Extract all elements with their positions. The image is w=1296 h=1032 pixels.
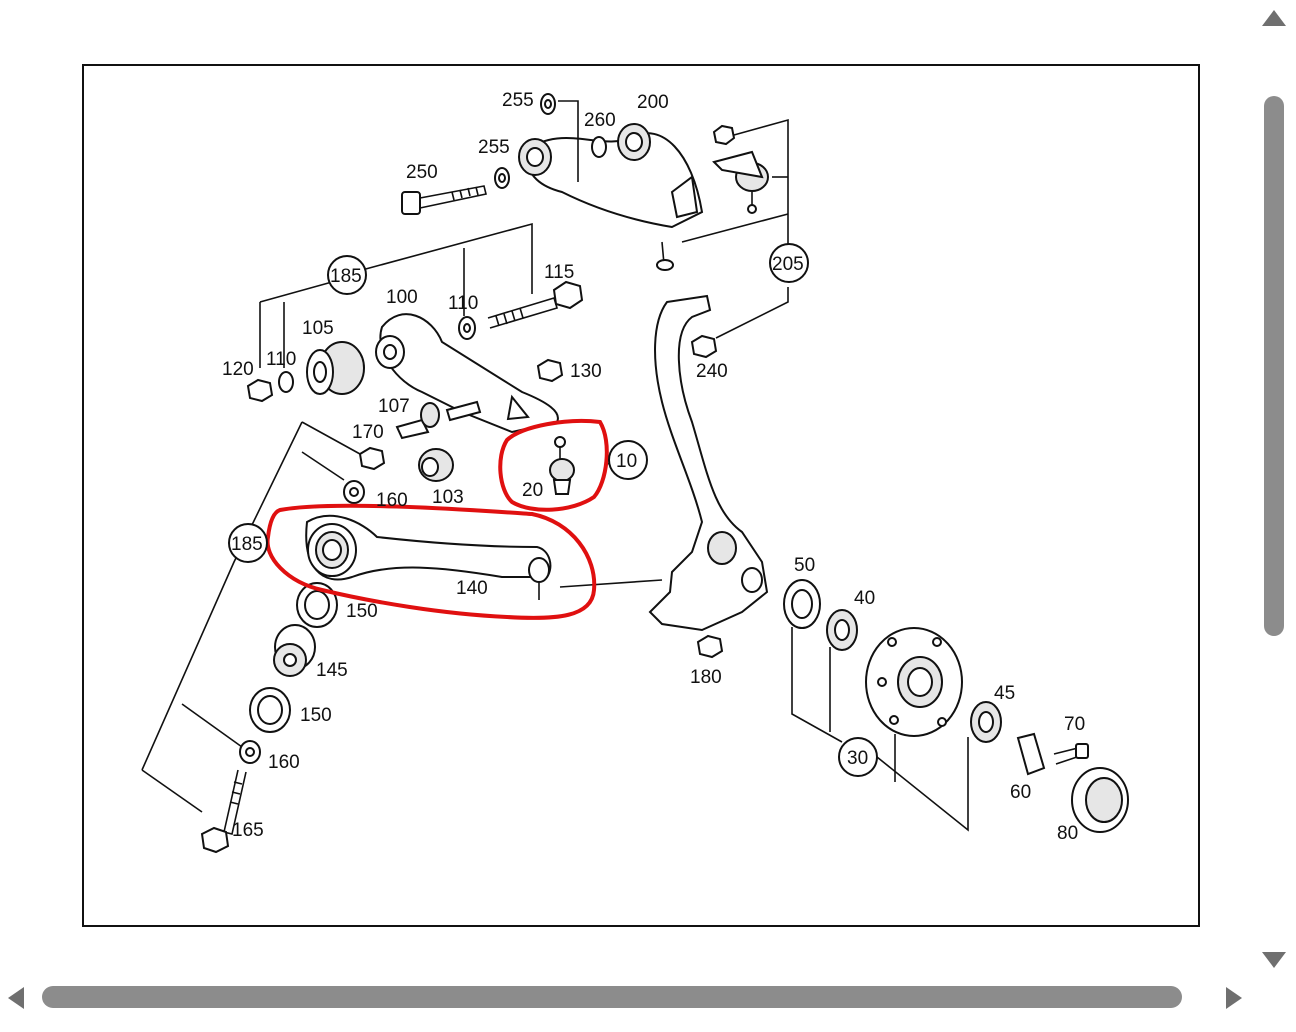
- washer-160b: [239, 740, 261, 764]
- label-20: 20: [522, 480, 543, 501]
- label-110-lower: 110: [266, 349, 296, 370]
- label-115: 115: [544, 262, 574, 283]
- scroll-right-arrow-icon[interactable]: [1226, 987, 1242, 1009]
- lower-front-control-arm-140: [305, 514, 552, 600]
- bolt-250: [401, 185, 487, 215]
- label-80: 80: [1057, 823, 1078, 844]
- horizontal-scroll-thumb[interactable]: [42, 986, 1182, 1008]
- bolt-115: [487, 280, 584, 329]
- callout-10: [608, 440, 648, 480]
- disc-150b: [249, 687, 291, 733]
- bearing-40: [826, 609, 858, 651]
- vertical-scroll-thumb[interactable]: [1264, 96, 1284, 636]
- steering-knuckle: [559, 294, 769, 632]
- label-185-upper: 185: [330, 266, 362, 287]
- nut-upper: [712, 124, 736, 146]
- screw-upper: [656, 241, 674, 271]
- label-170: 170: [352, 422, 384, 443]
- washer-255b: [494, 167, 510, 189]
- label-107: 107: [378, 396, 410, 417]
- ball-joint-20: [549, 436, 575, 495]
- label-185-lower: 185: [231, 534, 263, 555]
- label-130: 130: [570, 361, 602, 382]
- nut-180: [696, 634, 724, 659]
- scroll-left-arrow-icon[interactable]: [8, 987, 24, 1009]
- label-105: 105: [302, 318, 334, 339]
- label-103: 103: [432, 487, 464, 508]
- parts-diagram: 255 260 200 255 250 205 185 115 100 110 …: [82, 64, 1200, 927]
- washer-110a: [458, 316, 476, 340]
- label-100: 100: [386, 287, 418, 308]
- label-255-mid: 255: [478, 137, 510, 158]
- suspension-exploded-view: 255 260 200 255 250 205 185 115 100 110 …: [141, 90, 1129, 854]
- label-255-top: 255: [502, 90, 534, 111]
- label-165: 165: [232, 820, 264, 841]
- label-45: 45: [994, 683, 1015, 704]
- screw-70: [1053, 743, 1089, 765]
- label-60: 60: [1010, 782, 1031, 803]
- label-160-upper: 160: [376, 490, 408, 511]
- bushing-103: [418, 448, 454, 482]
- label-240: 240: [696, 361, 728, 382]
- horizontal-scrollbar[interactable]: [0, 972, 1250, 1022]
- label-205: 205: [772, 254, 804, 275]
- washer-160a: [343, 480, 365, 504]
- disc-150a: [296, 582, 338, 628]
- label-150-lower: 150: [300, 705, 332, 726]
- scroll-down-arrow-icon[interactable]: [1262, 952, 1286, 968]
- bushing-107: [395, 400, 482, 440]
- nut-130: [536, 358, 564, 383]
- callout-185-upper: [327, 255, 367, 295]
- callout-185-lower: [228, 523, 268, 563]
- seal-50: [783, 579, 821, 629]
- label-250: 250: [406, 162, 438, 183]
- scroll-up-arrow-icon[interactable]: [1262, 10, 1286, 26]
- label-30: 30: [847, 748, 868, 769]
- label-180: 180: [690, 667, 722, 688]
- nut-170: [358, 446, 386, 471]
- washer-260: [591, 136, 607, 158]
- label-70: 70: [1064, 714, 1085, 735]
- label-110-upper: 110: [448, 293, 478, 314]
- washer-255a: [540, 93, 556, 115]
- clamp-nut-60: [1016, 732, 1046, 776]
- label-120: 120: [222, 359, 254, 380]
- bushing-105: [306, 341, 365, 395]
- nut-120: [246, 378, 274, 403]
- label-50: 50: [794, 555, 815, 576]
- label-260: 260: [584, 110, 616, 131]
- nut-240: [690, 334, 718, 359]
- callout-30: [838, 737, 878, 777]
- highlight-control-arm: [265, 503, 597, 620]
- label-140: 140: [456, 578, 488, 599]
- highlight-ball-joint: [498, 418, 609, 512]
- callout-205: [769, 243, 809, 283]
- ball-joint-upper: [712, 150, 769, 214]
- label-145: 145: [316, 660, 348, 681]
- lower-rear-control-arm: [375, 313, 559, 434]
- label-10: 10: [616, 451, 637, 472]
- label-200: 200: [637, 92, 669, 113]
- cap-80: [1071, 767, 1129, 833]
- label-40: 40: [854, 588, 875, 609]
- label-150-upper: 150: [346, 601, 378, 622]
- label-160-lower: 160: [268, 752, 300, 773]
- bushing-145: [273, 624, 316, 677]
- vertical-scrollbar[interactable]: [1250, 0, 1296, 1032]
- washer-110b: [278, 371, 294, 393]
- bearing-45: [970, 701, 1002, 743]
- upper-control-arm: [518, 123, 704, 229]
- wheel-hub: [865, 627, 963, 737]
- bolt-165: [200, 769, 247, 854]
